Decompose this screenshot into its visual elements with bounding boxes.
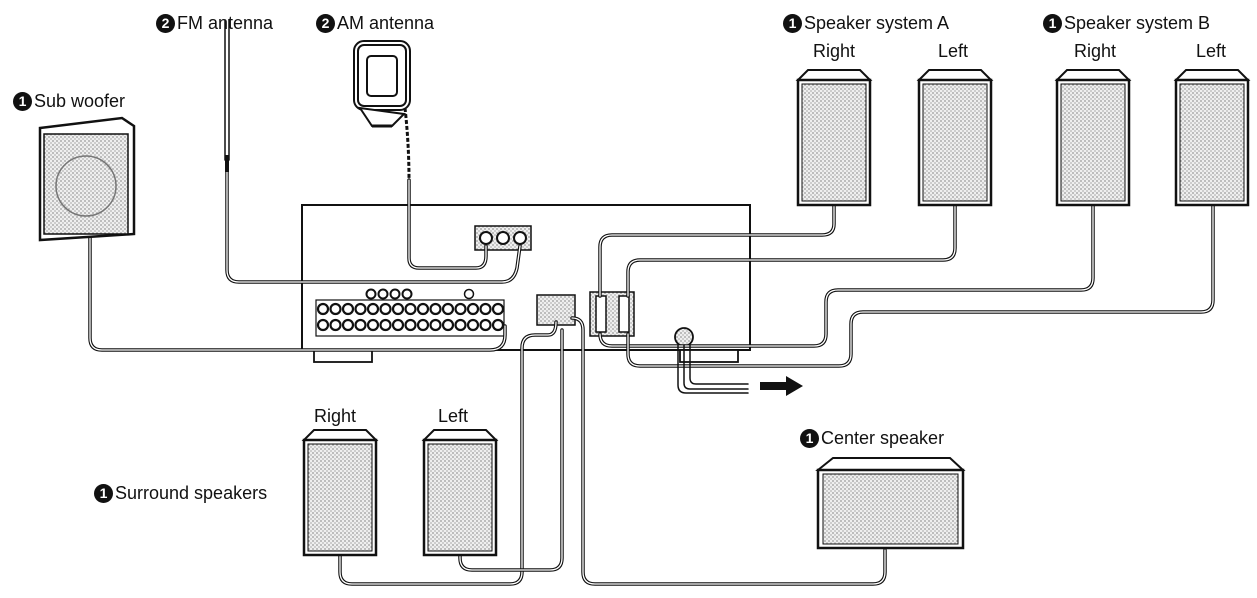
rca-jack bbox=[354, 302, 367, 316]
rca-jack bbox=[391, 318, 405, 332]
rca-jack bbox=[354, 318, 367, 332]
antenna-terminals bbox=[474, 225, 532, 251]
rca-jack bbox=[316, 318, 330, 332]
rca-jack bbox=[429, 302, 442, 316]
am-antenna-text: AM antenna bbox=[337, 13, 435, 33]
callout-number: 1 bbox=[13, 91, 32, 111]
speaker-a-right-label: Right bbox=[813, 41, 856, 61]
rca-jack bbox=[466, 318, 480, 332]
arrow-right-icon bbox=[760, 376, 803, 396]
speaker-a-right bbox=[795, 69, 873, 207]
fm-antenna-text: FM antenna bbox=[177, 13, 274, 33]
speaker-a-left-label: Left bbox=[938, 41, 969, 61]
rca-jack bbox=[316, 302, 330, 316]
speaker-a-left bbox=[916, 69, 994, 207]
rca-jack bbox=[404, 318, 417, 332]
rca-jack bbox=[429, 318, 442, 332]
surround-right-label: Right bbox=[314, 406, 357, 426]
callout-number: 2 bbox=[316, 13, 335, 33]
rca-jack bbox=[441, 318, 455, 332]
center-speaker bbox=[815, 457, 966, 550]
rca-jack bbox=[366, 302, 380, 316]
rca-jack bbox=[377, 288, 389, 300]
speaker-b-right-label: Right bbox=[1074, 41, 1117, 61]
center-speaker-text: Center speaker bbox=[821, 428, 945, 448]
am-loop-antenna bbox=[353, 40, 411, 181]
sub-woofer-text: Sub woofer bbox=[34, 91, 126, 111]
callout-number: 1 bbox=[800, 428, 819, 448]
sub-woofer-speaker bbox=[38, 116, 136, 242]
rca-jack bbox=[454, 302, 467, 316]
speaker-terminals-surround bbox=[536, 294, 576, 326]
rca-jack bbox=[391, 302, 405, 316]
surround-speaker-left bbox=[421, 429, 499, 557]
power-cord-outlet bbox=[674, 327, 694, 347]
rca-jack bbox=[401, 288, 413, 300]
rca-jack bbox=[463, 288, 475, 300]
speaker-system-a-text: Speaker system A bbox=[804, 13, 950, 33]
rca-jack bbox=[389, 288, 401, 300]
rca-jack bbox=[416, 318, 430, 332]
speaker-b-left bbox=[1173, 69, 1251, 207]
rca-jack bbox=[454, 318, 467, 332]
rca-jack bbox=[341, 302, 355, 316]
rca-jack bbox=[491, 302, 505, 316]
rca-jack bbox=[479, 318, 492, 332]
rca-jack bbox=[441, 302, 455, 316]
rca-jack bbox=[379, 318, 392, 332]
surround-speakers-text: Surround speakers bbox=[115, 483, 268, 503]
rca-jack bbox=[404, 302, 417, 316]
callout-number: 1 bbox=[94, 483, 113, 503]
rca-jack bbox=[479, 302, 492, 316]
rca-jack bbox=[379, 302, 392, 316]
rca-jack bbox=[329, 318, 342, 332]
rca-jack bbox=[341, 318, 355, 332]
surround-left-label: Left bbox=[438, 406, 469, 426]
callout-number: 1 bbox=[783, 13, 802, 33]
rca-jack bbox=[466, 302, 480, 316]
rca-jack bbox=[491, 318, 505, 332]
rca-jack bbox=[329, 302, 342, 316]
rca-jack bbox=[416, 302, 430, 316]
speaker-terminals-front bbox=[589, 291, 635, 337]
cables bbox=[88, 19, 1215, 586]
callout-number: 2 bbox=[156, 13, 175, 33]
receiver-input-jacks bbox=[315, 288, 505, 337]
speaker-b-left-label: Left bbox=[1196, 41, 1227, 61]
rca-jack bbox=[365, 288, 377, 300]
speaker-b-right bbox=[1054, 69, 1132, 207]
surround-speaker-right bbox=[301, 429, 379, 557]
rca-jack bbox=[366, 318, 380, 332]
speaker-system-b-text: Speaker system B bbox=[1064, 13, 1211, 33]
callout-number: 1 bbox=[1043, 13, 1062, 33]
